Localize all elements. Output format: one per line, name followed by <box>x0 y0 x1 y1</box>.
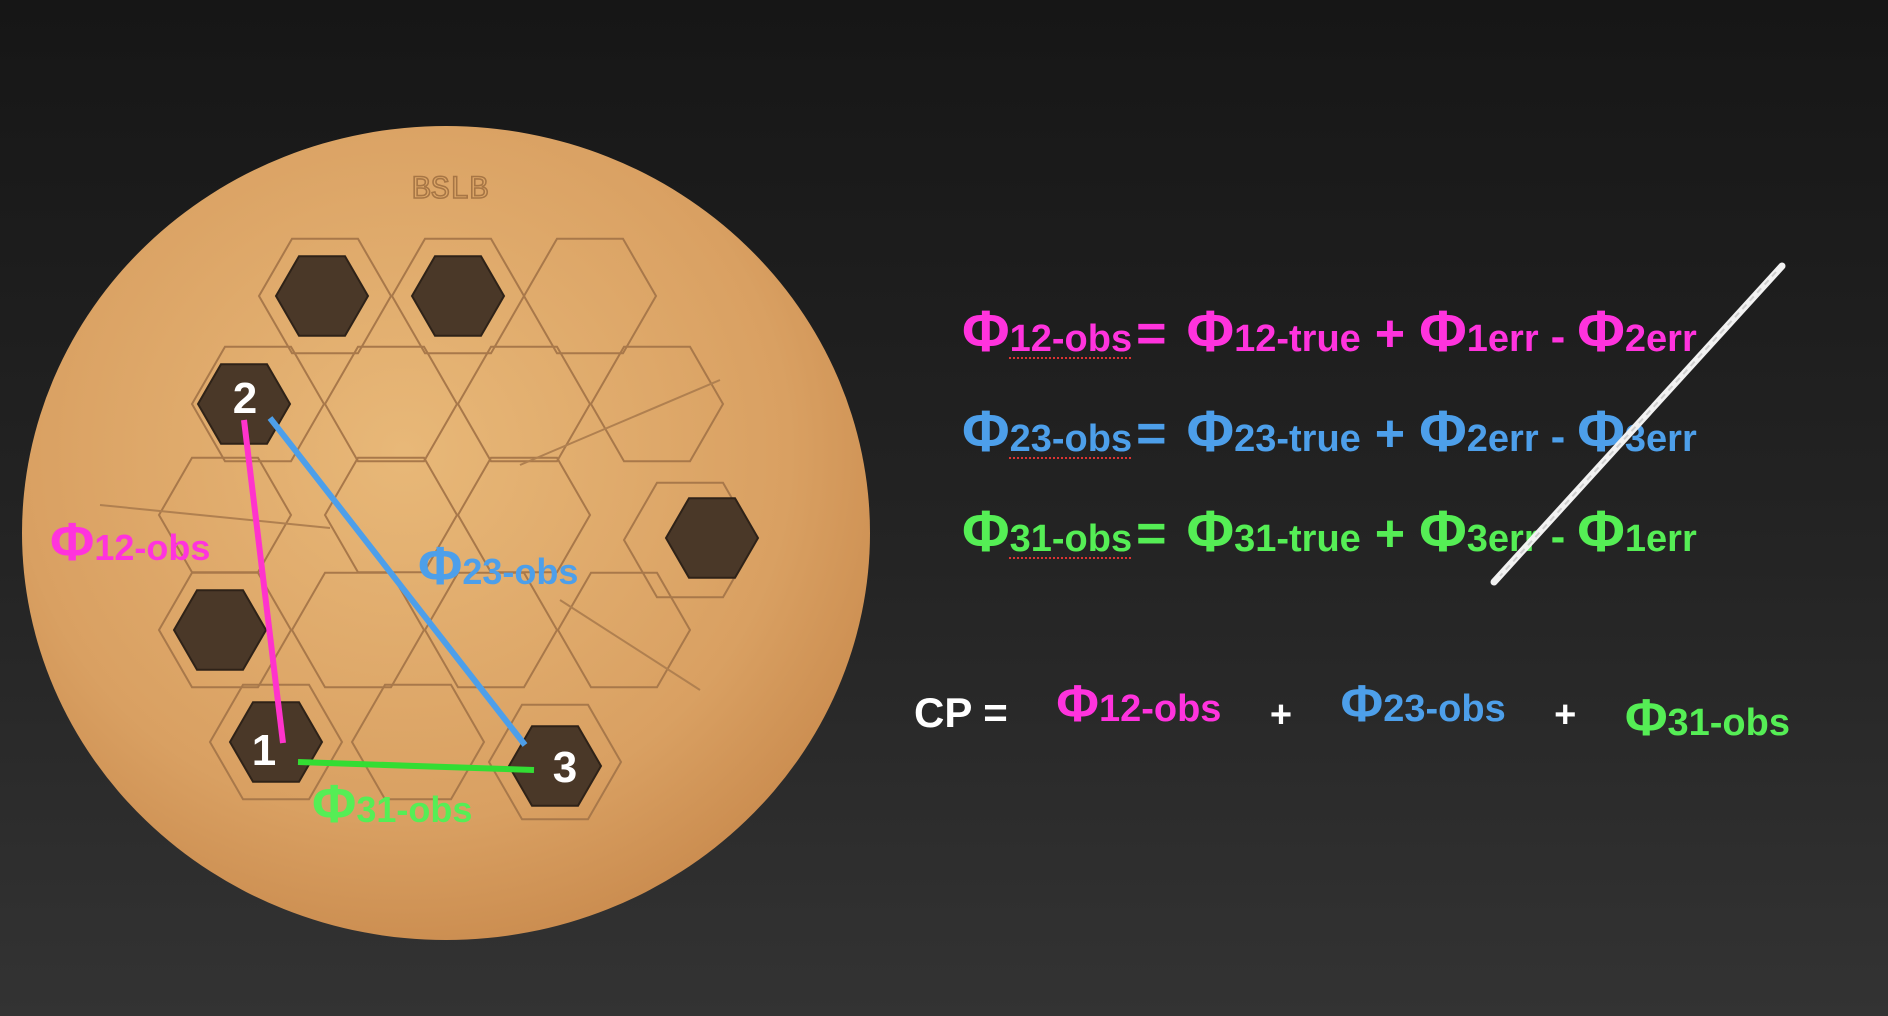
closure-term-subscript: 12-obs <box>1098 688 1222 730</box>
phi-symbol: Φ <box>418 536 462 596</box>
phi-symbol: Φ <box>1419 399 1467 464</box>
baseline-subscript: 12-obs <box>94 527 210 568</box>
minus-sign: - <box>1550 412 1566 461</box>
lhs-subscript: 23-obs <box>1009 418 1133 460</box>
phi-symbol: Φ <box>1186 399 1235 464</box>
mask-hole <box>274 255 370 337</box>
mask-holes <box>172 255 760 807</box>
closure-term-23: Φ23-obs <box>1341 674 1506 734</box>
closure-phase-equation: CP = Φ12-obs + Φ23-obs + Φ31-obs <box>914 675 1790 747</box>
phi-symbol: Φ <box>962 399 1010 464</box>
phi-symbol: Φ <box>1624 689 1668 747</box>
true-term-subscript: 12-true <box>1234 318 1361 360</box>
phi-symbol: Φ <box>50 512 94 572</box>
hole-label-3: 3 <box>553 743 577 792</box>
hexagon-segment <box>208 683 344 801</box>
hexagon-segment <box>350 683 486 801</box>
hole-label-2: 2 <box>233 374 257 423</box>
mask-hole <box>507 725 603 807</box>
hexagon-segment <box>522 237 658 355</box>
hexagon-segment <box>456 456 592 574</box>
equation-row-31: Φ31-obs=Φ31-true+Φ3err-Φ1err <box>962 499 1697 564</box>
closure-term-12: Φ12-obs <box>1056 674 1221 734</box>
hexagon-segment <box>622 481 758 599</box>
closure-term-subscript: 31-obs <box>1667 702 1790 744</box>
plus-sign: + <box>1554 694 1577 736</box>
minus-sign: - <box>1550 512 1566 561</box>
mask-hole <box>196 363 292 445</box>
error-term-subscript: 3err <box>1624 418 1697 460</box>
hole-label-1: 1 <box>252 726 276 775</box>
mask-stamp-text: BSLB <box>412 171 489 208</box>
equals-sign: = <box>1136 405 1167 463</box>
closure-term-subscript: 23-obs <box>1383 688 1506 730</box>
closure-phase-label: CP = <box>914 689 1008 736</box>
phi-symbol: Φ <box>1186 299 1235 364</box>
baseline-23-line <box>267 416 528 747</box>
phi-symbol: Φ <box>1419 499 1467 564</box>
hexagon-segment <box>390 237 526 355</box>
hexagon-segment <box>257 237 393 355</box>
phi-symbol: Φ <box>1419 299 1467 364</box>
baseline-31-label: Φ31-obs <box>312 774 472 834</box>
lhs-subscript: 12-obs <box>1009 318 1133 360</box>
phi-symbol: Φ <box>1577 499 1625 564</box>
phi-symbol: Φ <box>962 299 1010 364</box>
hexagon-segment <box>190 345 326 463</box>
equation-row-12: Φ12-obs=Φ12-true+Φ1err-Φ2err <box>962 299 1697 364</box>
phi-symbol: Φ <box>1577 399 1625 464</box>
equals-sign: = <box>1136 505 1167 563</box>
plus-sign: + <box>1374 505 1406 563</box>
true-term-subscript: 23-true <box>1234 418 1361 460</box>
baseline-subscript: 23-obs <box>462 551 578 592</box>
hexagon-segment <box>323 345 459 463</box>
plus-sign: + <box>1374 305 1406 363</box>
mask-hole <box>664 497 760 579</box>
hexagon-segment <box>323 456 459 574</box>
baseline-12-label: Φ12-obs <box>50 512 210 572</box>
phi-symbol: Φ <box>312 774 356 834</box>
mask-diagonal-lines <box>99 379 721 691</box>
mask-hole <box>410 255 506 337</box>
baseline-12-line <box>241 419 286 744</box>
hexagon-segment <box>487 703 623 821</box>
lhs-subscript: 31-obs <box>1009 518 1133 560</box>
hexagon-segment <box>423 571 559 689</box>
error-term-subscript: 2err <box>1466 418 1539 460</box>
error-term-subscript: 3err <box>1466 518 1539 560</box>
phi-symbol: Φ <box>1577 299 1625 364</box>
hexagon-segment <box>157 571 293 689</box>
phi-symbol: Φ <box>1186 499 1235 564</box>
hexagon-segment <box>589 345 725 463</box>
equation-row-23: Φ23-obs=Φ23-true+Φ2err-Φ3err <box>962 399 1697 464</box>
error-term-subscript: 2err <box>1624 318 1697 360</box>
error-term-subscript: 1err <box>1624 518 1697 560</box>
baseline-subscript: 31-obs <box>356 789 472 830</box>
phi-symbol: Φ <box>962 499 1010 564</box>
true-term-subscript: 31-true <box>1234 518 1361 560</box>
phi-symbol: Φ <box>1056 675 1099 733</box>
hexagon-segment <box>456 345 592 463</box>
baseline-23-label: Φ23-obs <box>418 536 578 596</box>
minus-sign: - <box>1550 312 1566 361</box>
equals-sign: = <box>1136 305 1167 363</box>
hexagon-segment <box>556 571 692 689</box>
plus-sign: + <box>1269 694 1293 736</box>
error-term-subscript: 1err <box>1466 318 1539 360</box>
plus-sign: + <box>1374 405 1406 463</box>
phi-symbol: Φ <box>1340 675 1384 733</box>
closure-term-31: Φ31-obs <box>1625 688 1790 748</box>
baseline-31-line <box>297 759 535 773</box>
mask-hole <box>172 589 268 671</box>
